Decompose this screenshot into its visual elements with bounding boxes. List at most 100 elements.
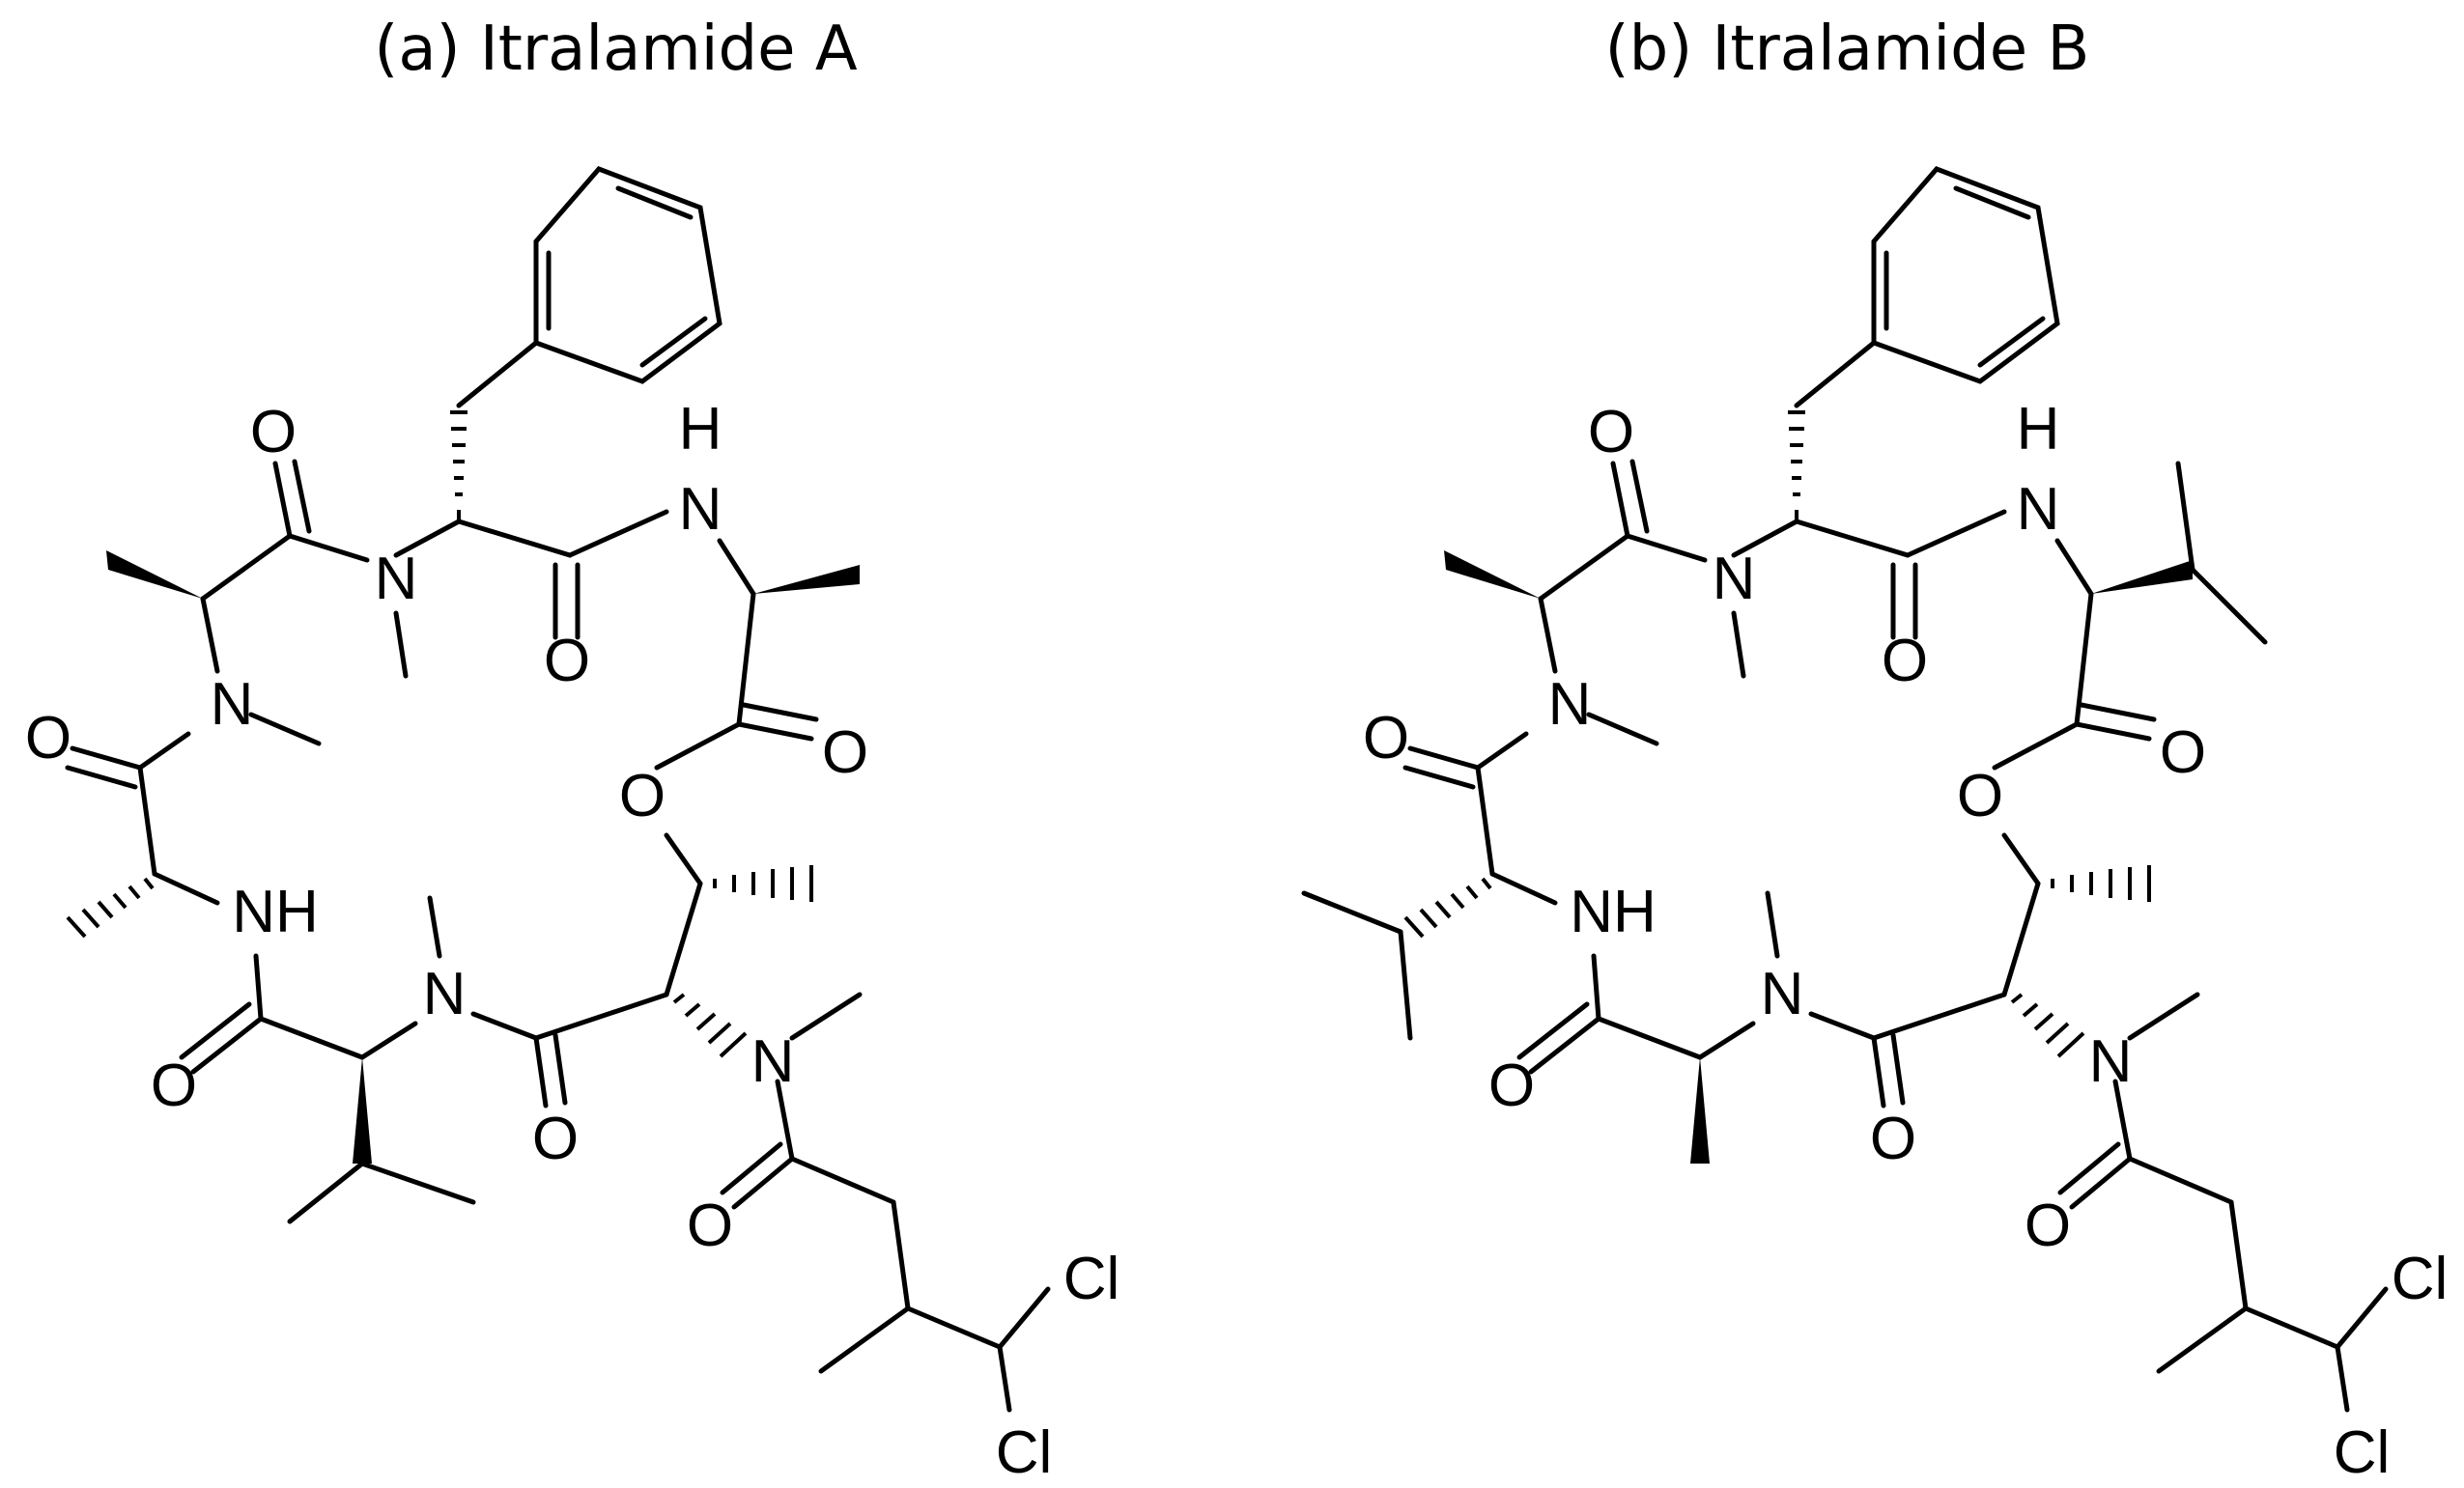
aromatic-bond: [1953, 185, 2031, 220]
bond: [200, 533, 293, 602]
bond: [654, 721, 742, 771]
bond: [1871, 992, 2007, 1041]
hashed-bond: [1788, 410, 1805, 521]
bond: [152, 871, 220, 906]
bond: [1697, 1021, 1756, 1060]
atom-label-n: N: [1761, 961, 1804, 1027]
bond: [1591, 953, 1601, 1022]
carbonyl-bond: [731, 1156, 795, 1210]
bond: [1489, 871, 1558, 906]
carbonyl-bond: [190, 1016, 264, 1075]
wedge-bond: [2091, 560, 2193, 594]
bond: [470, 1011, 539, 1041]
atom-label-cl: Cl: [2334, 1419, 2391, 1486]
carbonyl-bond: [2079, 702, 2157, 722]
wedge-bond: [1444, 550, 1541, 599]
atom-label-o: O: [250, 399, 297, 465]
bond: [258, 1016, 365, 1060]
atom-label-cl: Cl: [1063, 1246, 1120, 1312]
c-cl-bond: [997, 1286, 1051, 1350]
bond: [2127, 1156, 2234, 1205]
carbonyl-bond: [720, 1141, 783, 1195]
bond: [2001, 881, 2041, 997]
benzene-ring: [533, 166, 722, 384]
bond: [1731, 519, 1799, 558]
carbonyl-bond: [1528, 1016, 1601, 1075]
atom-label-n: N: [679, 476, 722, 543]
carbonyl-bond: [552, 1032, 568, 1106]
bond: [2074, 591, 2094, 727]
carbonyl-bond: [1629, 459, 1650, 534]
atom-label-o: O: [1588, 399, 1634, 465]
atom-label-o: O: [151, 1053, 197, 1119]
atom-label-o: O: [1363, 705, 1409, 772]
atom-label-o: O: [532, 1106, 579, 1172]
atom-label-n: N: [1548, 671, 1592, 738]
atom-label-cl: Cl: [2392, 1246, 2449, 1312]
structure-itralamide-b: O N O H N N O O O NH N N O O O Cl Cl: [1301, 166, 2449, 1486]
c-cl-bond: [2335, 1344, 2350, 1413]
bond: [1905, 509, 2007, 558]
isopropyl: [2175, 461, 2195, 573]
carbonyl-bond: [736, 721, 814, 742]
isopropyl: [2190, 567, 2268, 645]
bond: [1475, 765, 1495, 877]
bond: [456, 519, 573, 558]
aromatic-bond: [639, 316, 708, 368]
panel-itralamide-b: (b) Itralamide B: [1232, 0, 2463, 1488]
carbonyl-bond: [2057, 1141, 2121, 1195]
wedge-bond: [1690, 1057, 1710, 1164]
bond: [567, 509, 669, 558]
c-cl-bond: [997, 1344, 1012, 1413]
bond: [1538, 596, 1558, 674]
bond: [1538, 533, 1630, 602]
carbonyl-bond: [1407, 745, 1481, 771]
hashed-bond: [2010, 993, 2085, 1058]
carbonyl-bond: [2074, 721, 2152, 742]
carbonyl-bond: [533, 1035, 549, 1109]
n-methyl: [393, 610, 409, 679]
bond: [2243, 1306, 2340, 1350]
carbonyl-bond: [2069, 1156, 2133, 1210]
bond: [393, 519, 462, 558]
atom-label-n: N: [1713, 546, 1756, 612]
bond: [253, 953, 264, 1022]
benzene-ring: [1871, 166, 2060, 384]
panel-title-a: (a) Itralamide A: [374, 14, 858, 85]
n-methyl: [1586, 712, 1659, 746]
n-methyl: [1731, 610, 1746, 679]
bond: [717, 538, 756, 597]
carbonyl-bond: [1890, 1032, 1906, 1106]
atom-label-o: O: [544, 628, 590, 694]
bond: [1808, 1011, 1877, 1041]
hashed-bond: [1403, 877, 1492, 939]
wedge-bond: [353, 1057, 372, 1164]
hashed-bond: [2051, 865, 2151, 902]
atom-label-o: O: [822, 719, 868, 786]
carbonyl-bond: [292, 459, 312, 534]
aromatic-bond: [1977, 316, 2046, 368]
wedge-bond: [753, 565, 860, 594]
atom-label-o: O: [1870, 1106, 1916, 1172]
bond: [1475, 731, 1529, 771]
bond: [1625, 533, 1708, 563]
bond: [2228, 1199, 2249, 1311]
atom-label-h: H: [679, 396, 722, 463]
n-methyl: [427, 895, 442, 959]
bond: [2001, 832, 2041, 886]
atom-label-o: O: [1957, 763, 2003, 829]
bond: [137, 731, 191, 771]
bond: [891, 1199, 911, 1311]
bond: [287, 533, 370, 563]
bond: [359, 1021, 418, 1060]
bond: [2112, 1079, 2133, 1162]
methyl: [818, 1306, 911, 1374]
bond: [1794, 340, 1877, 408]
bond: [2054, 538, 2094, 597]
hashed-bond: [450, 410, 467, 521]
atom-label-h: H: [2017, 396, 2060, 463]
bond: [664, 832, 703, 886]
atom-label-o: O: [619, 763, 666, 829]
atom-label-n: N: [211, 671, 254, 738]
bond: [905, 1306, 1003, 1350]
